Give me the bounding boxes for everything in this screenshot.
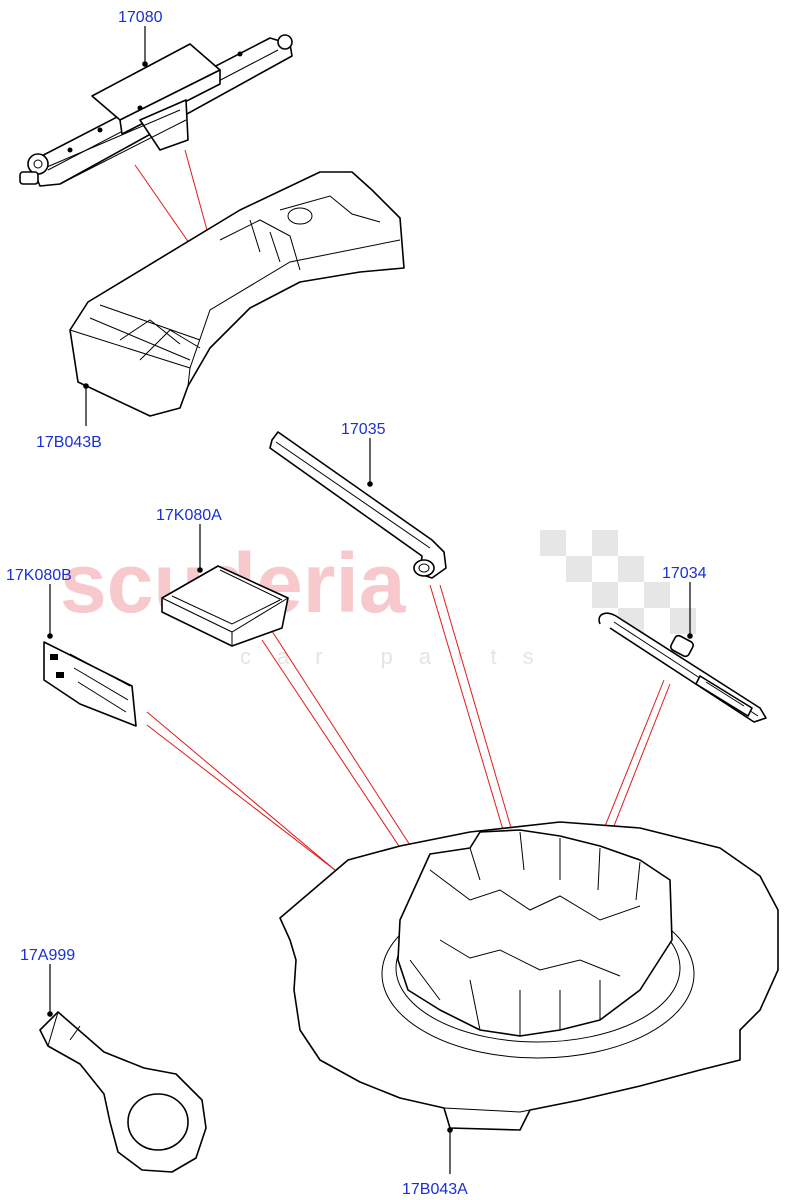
hook-tool[interactable] — [598, 612, 767, 723]
callout-labels: 17080 17B043B 17035 17K080A 17K080B 1703… — [6, 9, 707, 1198]
foam-block[interactable] — [161, 565, 289, 647]
jack-tray[interactable] — [69, 171, 405, 417]
jack[interactable] — [19, 34, 293, 187]
callout-17034: 17034 — [662, 565, 707, 582]
callout-17080: 17080 — [118, 9, 163, 26]
callout-17a999: 17A999 — [20, 947, 75, 964]
wheel-brace[interactable] — [269, 431, 447, 579]
callout-17b043a: 17B043A — [402, 1181, 468, 1198]
callout-17b043b: 17B043B — [36, 434, 102, 451]
callout-17k080a: 17K080A — [156, 507, 222, 524]
label-sheet[interactable] — [43, 641, 137, 727]
spare-tray[interactable] — [279, 821, 779, 1131]
watermark: scuderia car parts — [60, 530, 696, 669]
checkered-flag-icon — [540, 530, 696, 634]
callout-17035: 17035 — [341, 421, 386, 438]
tow-eye[interactable] — [39, 1011, 207, 1173]
leader-lines — [47, 26, 693, 1174]
callout-17k080b: 17K080B — [6, 567, 72, 584]
